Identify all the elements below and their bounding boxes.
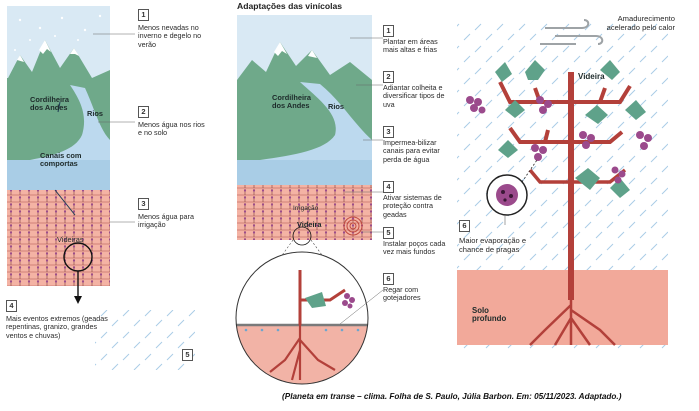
item-number-5: 5: [182, 349, 193, 361]
panel1-item4-text: Mais eventos extremos (geadas repentinas…: [6, 314, 108, 340]
panel1-item2-text: Menos água nos rios e no solo: [138, 120, 205, 138]
panel1-item1-text: Menos nevadas no inverno e degelo no ver…: [138, 23, 202, 49]
p3-label-videira: Videira: [578, 72, 605, 81]
panel2-item6-text: Regar com gotejadores: [383, 285, 421, 303]
p2-number-3: 3: [383, 126, 394, 138]
source-caption: (Planeta em transe – clima. Folha de S. …: [282, 392, 622, 401]
panel2-item3-text: Impermea-bilizar canais para evitar perd…: [383, 138, 440, 164]
page-title: Adaptações das vinícolas: [237, 1, 343, 11]
item-number-1: 1: [138, 9, 149, 21]
p2-number-4: 4: [383, 181, 394, 193]
item-number-2: 2: [138, 106, 149, 118]
detail-circle: [235, 251, 369, 385]
p2-label-rios: Rios: [328, 102, 345, 111]
item-number-4: 4: [6, 300, 17, 312]
panel3-artwork: [457, 19, 668, 350]
panel2-item2-text: Adiantar colheita e diversificar tipos d…: [383, 83, 445, 109]
panel1-item3-text: Menos água para irrigação: [138, 212, 194, 230]
p2-number-6: 6: [383, 273, 394, 285]
p3-label-solo: Solo profundo: [472, 306, 507, 324]
panel2-landscape: [235, 15, 384, 385]
p2-number-1: 1: [383, 25, 394, 37]
p2-label-irrigacao: Irrigação: [293, 205, 319, 212]
p2-label-andes: Cordilheira dos Andes: [272, 93, 312, 111]
label-canais: Canais com comportas: [40, 151, 82, 169]
p3-item6-text: Maior evaporação e chance de pragas: [459, 236, 527, 254]
panel1-landscape: [7, 6, 135, 310]
snow-cap: [39, 40, 51, 54]
p3-amadurecimento: Amadurecimento acelerado pelo calor: [606, 14, 675, 32]
rain-icon: [95, 310, 195, 370]
label-rios: Rios: [87, 109, 104, 118]
p2-number-2: 2: [383, 71, 394, 83]
p2-label-videira: Videira: [297, 220, 322, 229]
label-videiras: Videiras: [57, 235, 84, 244]
item-number-3: 3: [138, 198, 149, 210]
p3-number-6: 6: [459, 220, 470, 232]
p2-number-5: 5: [383, 227, 394, 239]
panel2-item1-text: Plantar em áreas mais altas e frias: [383, 37, 438, 55]
panel2-item4-text: Ativar sistemas de proteção contra geada…: [383, 193, 442, 219]
panel2-item5-text: Instalar poços cada vez mais fundos: [383, 239, 446, 257]
label-andes: Cordilheira dos Andes: [30, 95, 70, 113]
